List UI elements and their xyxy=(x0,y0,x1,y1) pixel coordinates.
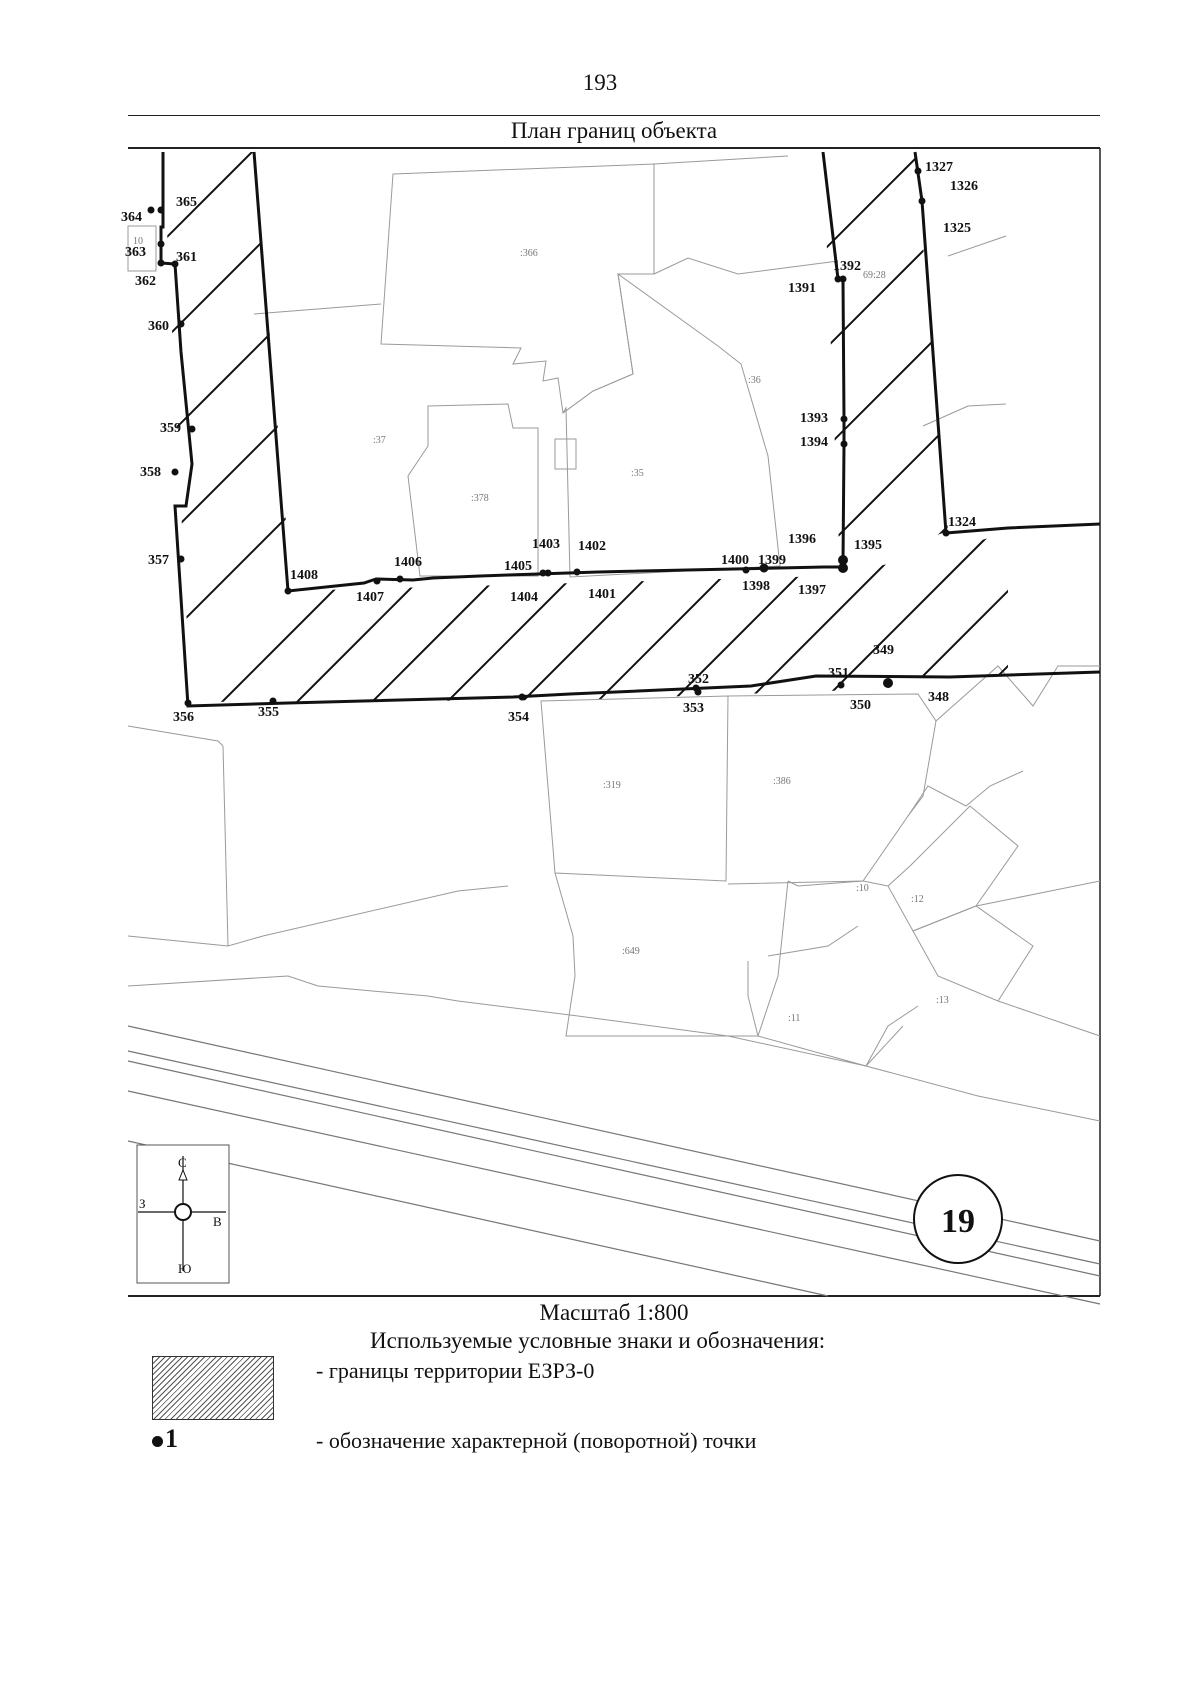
point-label: 1400 xyxy=(721,553,749,568)
sheet-number: 19 xyxy=(941,1203,975,1240)
parcel-label: :35 xyxy=(631,468,644,479)
point-label: 348 xyxy=(928,690,949,705)
point-label: 1402 xyxy=(578,539,606,554)
point-label: 1396 xyxy=(788,532,816,547)
point-label: 358 xyxy=(140,465,161,480)
point-label: 1404 xyxy=(510,590,538,605)
parcel-label: :36 xyxy=(748,375,761,386)
legend-point-number: 1 xyxy=(165,1424,178,1453)
point-label: 364 xyxy=(121,210,142,225)
point-label: 1327 xyxy=(925,160,953,175)
point-label: 357 xyxy=(148,553,169,568)
point-label: 353 xyxy=(683,701,704,716)
point-label: 1403 xyxy=(532,537,560,552)
point-label: 1401 xyxy=(588,587,616,602)
legend-text-territory: - границы территории ЕЗРЗ-0 xyxy=(316,1358,595,1383)
parcel-label: :319 xyxy=(603,780,621,791)
point-label: 1407 xyxy=(356,590,384,605)
point-label: 361 xyxy=(176,250,197,265)
compass-south: Ю xyxy=(178,1261,191,1276)
point-label: 1392 xyxy=(833,259,861,274)
point-label: 356 xyxy=(173,710,194,725)
point-label: 1408 xyxy=(290,568,318,583)
boundary-map: 1327 1326 1325 365 364 363 362 361 360 3… xyxy=(121,147,1101,1305)
point-label: 351 xyxy=(828,666,849,681)
north-arrow-icon xyxy=(178,1168,188,1181)
compass-west: З xyxy=(139,1196,146,1211)
parcel-label: :378 xyxy=(471,493,489,504)
point-label: 352 xyxy=(688,672,709,687)
parcel-label: :10 xyxy=(856,883,869,894)
compass-east: В xyxy=(213,1214,222,1229)
parcel-label: :386 xyxy=(773,776,791,787)
parcel-label: :366 xyxy=(520,248,538,259)
legend-hatch-swatch xyxy=(152,1356,274,1420)
parcel-label: :13 xyxy=(936,995,949,1006)
map-frame xyxy=(128,147,1101,1297)
boundary-point-markers xyxy=(147,167,950,707)
point-label: 362 xyxy=(135,274,156,289)
compass-center xyxy=(174,1203,192,1221)
plan-title: План границ объекта xyxy=(510,118,718,143)
page-number: 193 xyxy=(582,70,618,95)
point-label: 1397 xyxy=(798,583,826,598)
point-label: 1324 xyxy=(948,515,976,530)
parcel-label: :11 xyxy=(788,1013,800,1024)
point-label: 350 xyxy=(850,698,871,713)
scale-label: Масштаб 1:800 xyxy=(539,1300,689,1325)
boundary-point-labels: 1327 1326 1325 365 364 363 362 361 360 3… xyxy=(121,160,978,725)
point-label: 1326 xyxy=(950,179,978,194)
sheet-number-badge: 19 xyxy=(913,1174,1003,1264)
point-label: 1406 xyxy=(394,555,422,570)
legend-text-point: - обозначение характерной (поворотной) т… xyxy=(316,1428,757,1453)
point-label: 1394 xyxy=(800,435,828,450)
parcel-label: 10 xyxy=(133,236,143,247)
point-label: 360 xyxy=(148,319,169,334)
point-label: 1325 xyxy=(943,221,971,236)
point-dot-icon xyxy=(152,1435,163,1447)
legend-point-marker: 1 xyxy=(152,1424,178,1454)
point-label: 1398 xyxy=(742,579,770,594)
point-label: 1395 xyxy=(854,538,882,553)
cadastral-labels: :366 :36 :37 :378 :35 :319 :386 :10 :12 … xyxy=(133,236,949,1024)
parcel-label: :37 xyxy=(373,435,386,446)
compass-north: С xyxy=(178,1155,187,1170)
point-label: 355 xyxy=(258,705,279,720)
point-label: 365 xyxy=(176,195,197,210)
parcel-label: :12 xyxy=(911,894,924,905)
legend-heading: Используемые условные знаки и обозначени… xyxy=(370,1328,826,1353)
point-label: 349 xyxy=(873,643,894,658)
point-label: 1393 xyxy=(800,411,828,426)
cadastral-parcels xyxy=(127,155,1101,1122)
parcel-label: 69:28 xyxy=(863,270,886,281)
compass-rose: С Ю З В xyxy=(136,1144,230,1284)
title-rule xyxy=(128,115,1100,116)
point-label: 1405 xyxy=(504,559,532,574)
parcel-label: :649 xyxy=(622,946,640,957)
point-label: 1391 xyxy=(788,281,816,296)
point-label: 359 xyxy=(160,421,181,436)
point-label: 354 xyxy=(508,710,529,725)
point-label: 1399 xyxy=(758,553,786,568)
point-label: 363 xyxy=(125,245,146,260)
